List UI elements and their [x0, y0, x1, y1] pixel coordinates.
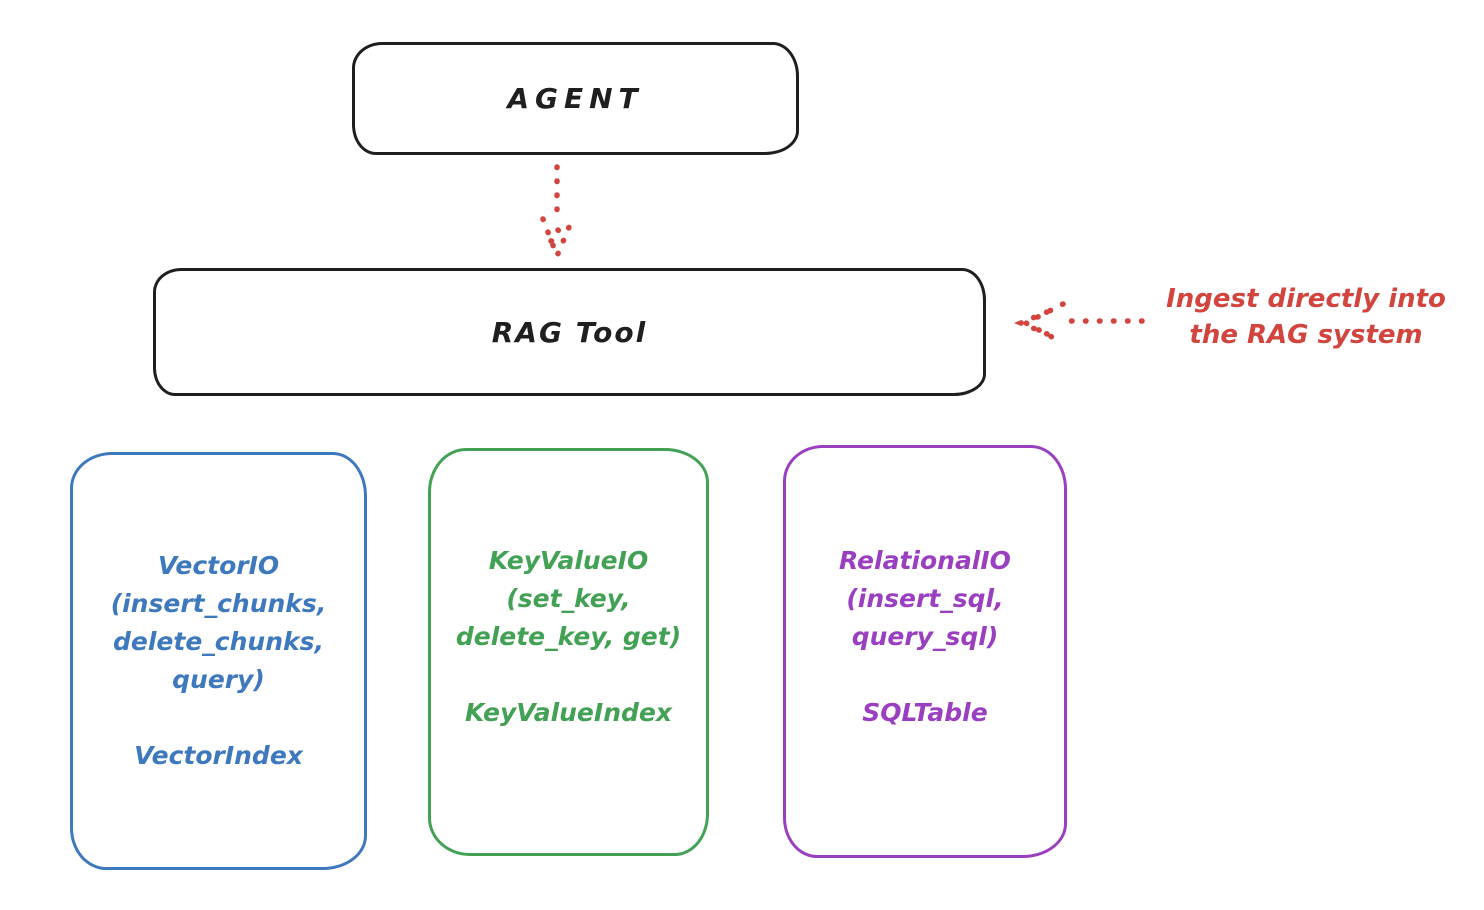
vector-io-node: VectorIO (insert_chunks, delete_chunks, … [70, 452, 367, 870]
relational-io-text: RelationalIO (insert_sql, query_sql) SQL… [786, 542, 1064, 732]
store-param-line: query) [172, 665, 265, 694]
store-title: KeyValueIO [488, 546, 649, 575]
agent-node: AGENT [352, 42, 799, 155]
rag-tool-node: RAG Tool [153, 268, 986, 396]
ingest-arrow [1013, 301, 1145, 346]
store-param-line: (set_key, [506, 584, 631, 613]
store-index-label: SQLTable [862, 697, 988, 727]
agent-to-rag-arrow [540, 164, 575, 264]
store-param-line: (insert_chunks, [110, 589, 327, 618]
store-param-line: (insert_sql, [846, 583, 1004, 613]
key-value-io-node: KeyValueIO (set_key, delete_key, get) Ke… [428, 448, 709, 856]
spacer [431, 656, 706, 694]
store-index-label: KeyValueIndex [465, 698, 672, 727]
agent-label: AGENT [507, 82, 644, 115]
annotation-line: Ingest directly into [1166, 284, 1446, 314]
vector-io-text: VectorIO (insert_chunks, delete_chunks, … [73, 547, 364, 775]
store-param-line: delete_chunks, [113, 627, 324, 656]
store-param-line: delete_key, get) [455, 622, 682, 651]
store-param-line: query_sql) [851, 621, 999, 651]
store-index-label: VectorIndex [134, 741, 303, 770]
key-value-io-text: KeyValueIO (set_key, delete_key, get) Ke… [431, 542, 706, 732]
store-title: VectorIO [157, 551, 280, 580]
relational-io-node: RelationalIO (insert_sql, query_sql) SQL… [783, 445, 1067, 858]
ingest-annotation: Ingest directly into the RAG system [1132, 281, 1480, 353]
annotation-line: the RAG system [1189, 320, 1423, 350]
spacer [786, 656, 1064, 694]
spacer [73, 699, 364, 737]
rag-tool-label: RAG Tool [491, 315, 648, 349]
store-title: RelationalIO [839, 545, 1011, 575]
